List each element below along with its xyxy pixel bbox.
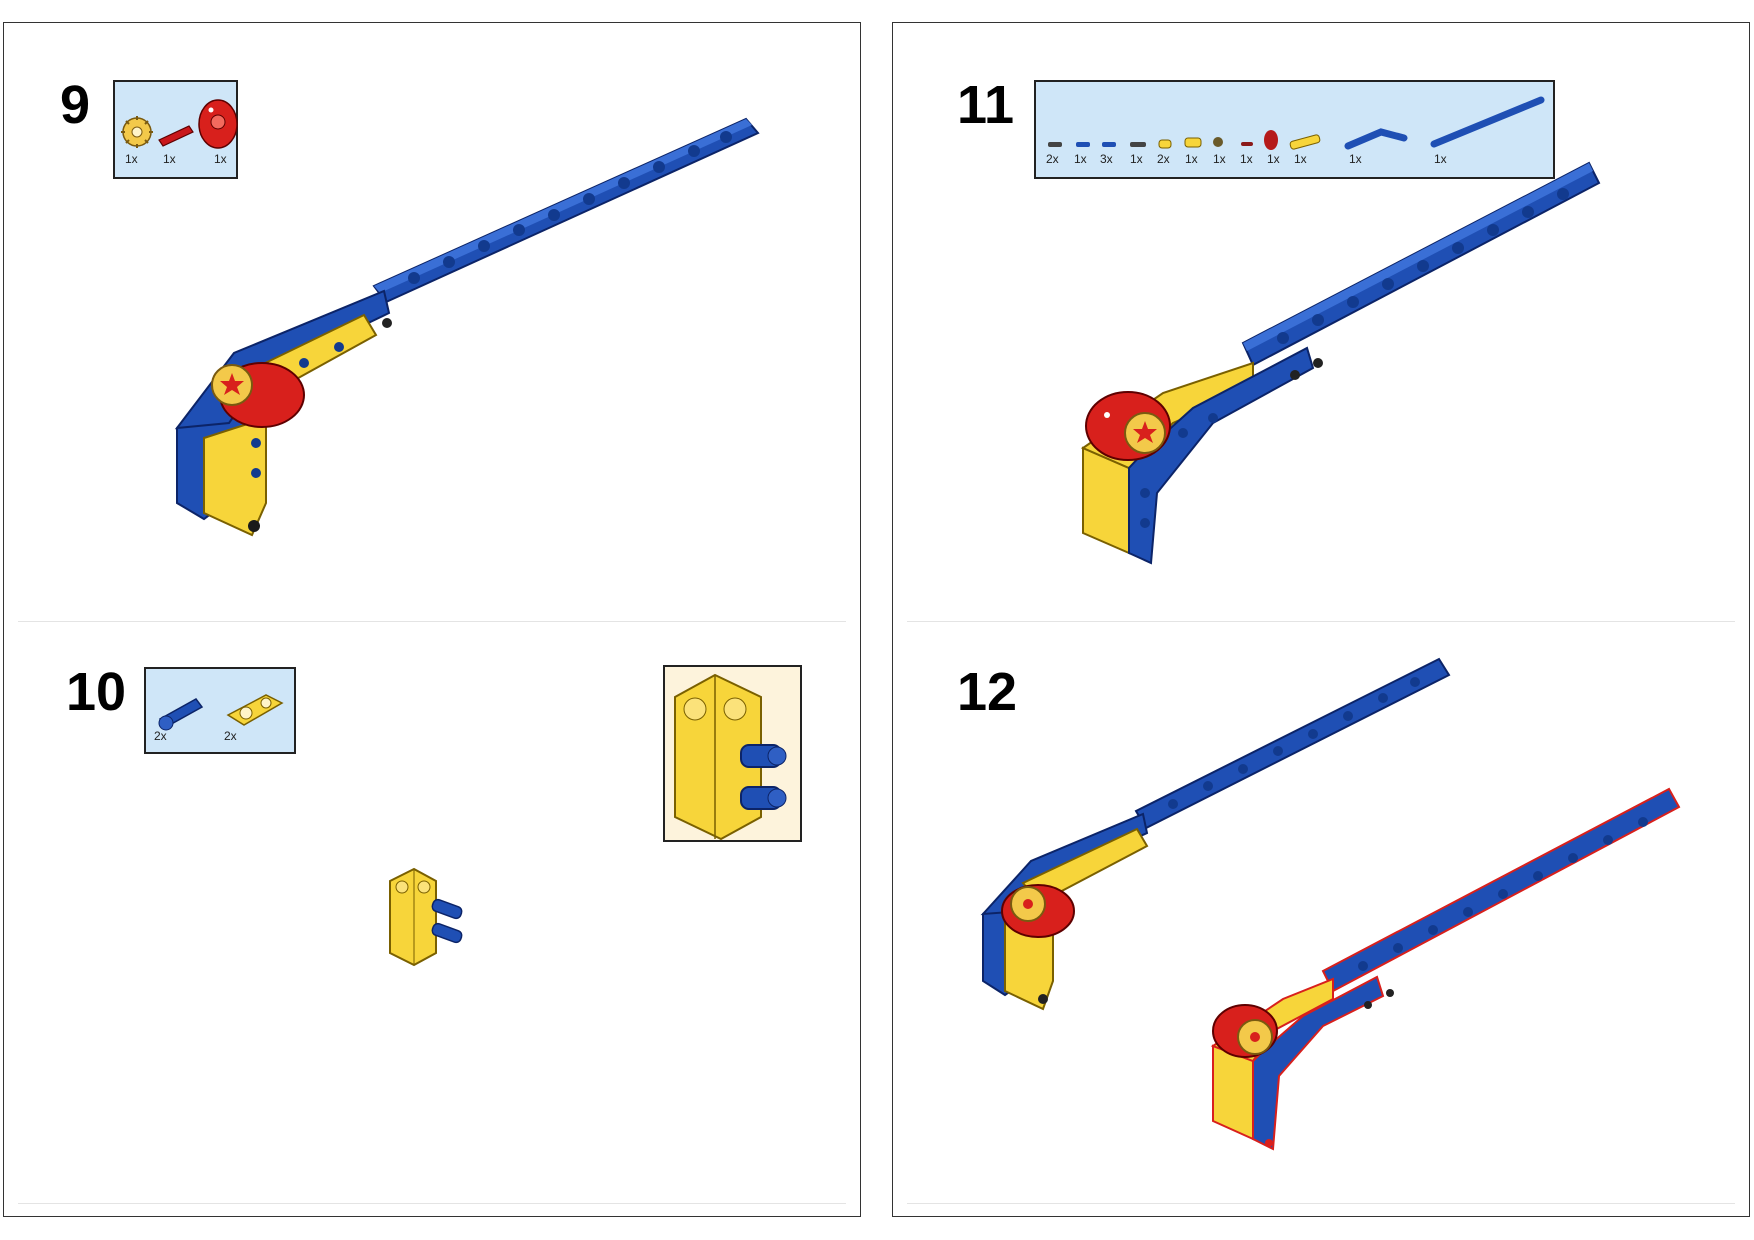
axle-icon <box>158 125 194 147</box>
part-quantity: 1x <box>1130 152 1143 166</box>
page-bottom-rule <box>18 1203 846 1204</box>
parts-list-icons <box>1048 96 1545 150</box>
detail-inset <box>663 665 802 842</box>
cam-icon <box>198 99 238 149</box>
gear-icon <box>121 116 153 148</box>
step-9-model-illustration <box>174 117 760 537</box>
parts-callout: 2x 1x 3x 1x 2x 1x 1x 1x 1x 1x 1x 1x <box>1034 80 1555 179</box>
step-12-model-illustration <box>980 657 1681 1151</box>
part-quantity: 1x <box>1434 152 1447 166</box>
part-quantity: 2x <box>1157 152 1170 166</box>
step-number: 11 <box>957 75 1015 135</box>
instruction-page-right: 11 2x 1x 3x 1x 2x 1x 1x 1x 1x 1x 1x 1x <box>892 22 1750 1217</box>
parts-callout: 1x 1x 1x <box>113 80 238 179</box>
part-quantity: 1x <box>125 152 138 166</box>
part-quantity: 1x <box>1185 152 1198 166</box>
part-quantity: 1x <box>1349 152 1362 166</box>
step-divider <box>18 621 846 622</box>
step-number: 10 <box>66 662 127 722</box>
pin-icon <box>158 698 204 731</box>
connector-icon <box>226 694 284 726</box>
part-quantity: 1x <box>1074 152 1087 166</box>
part-quantity: 1x <box>1240 152 1253 166</box>
step-10-model-illustration <box>389 867 463 967</box>
instruction-page-left: 9 1x 1x 1x <box>3 22 861 1217</box>
step-divider <box>907 621 1735 622</box>
parts-callout: 2x 2x <box>144 667 296 754</box>
part-quantity: 1x <box>163 152 176 166</box>
step-number: 12 <box>957 662 1018 722</box>
page-bottom-rule <box>907 1203 1735 1204</box>
step-11-model-illustration <box>1080 161 1601 565</box>
part-quantity: 3x <box>1100 152 1113 166</box>
part-quantity: 1x <box>214 152 227 166</box>
part-quantity: 2x <box>224 729 237 743</box>
part-quantity: 1x <box>1213 152 1226 166</box>
part-quantity: 2x <box>1046 152 1059 166</box>
part-quantity: 1x <box>1294 152 1307 166</box>
part-quantity: 1x <box>1267 152 1280 166</box>
part-quantity: 2x <box>154 729 167 743</box>
step-number: 9 <box>60 75 91 135</box>
